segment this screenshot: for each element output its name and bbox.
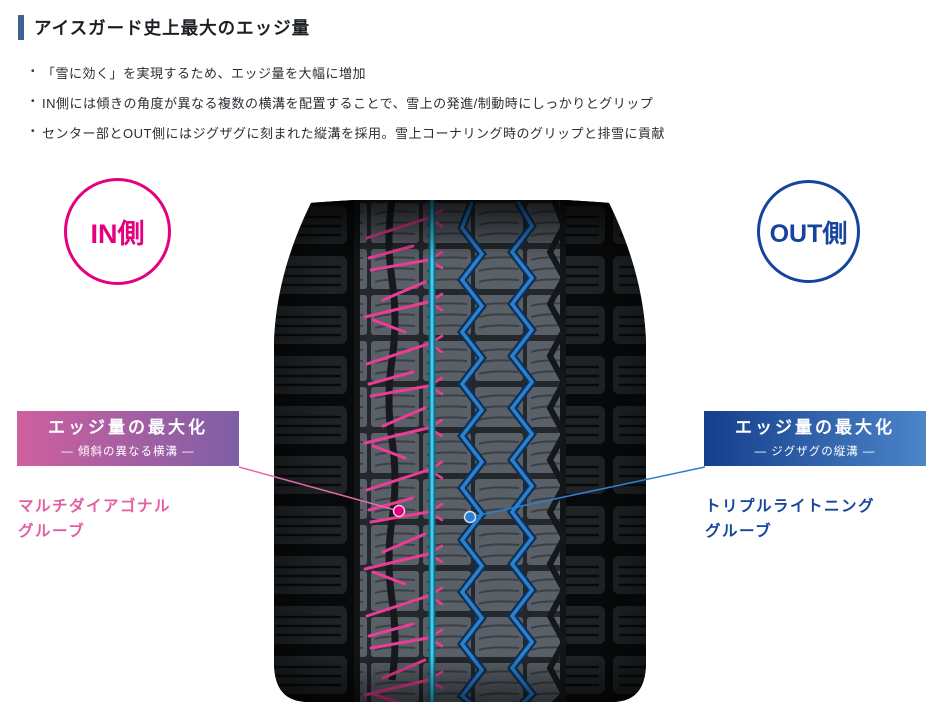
- left-feature-title: エッジ量の最大化: [48, 418, 208, 438]
- right-feature-box: エッジ量の最大化 ― ジグザグの縦溝 ―: [704, 411, 926, 466]
- bullet-text: 「雪に効く」を実現するため、エッジ量を大幅に増加: [42, 66, 367, 81]
- left-groove-caption: マルチダイアゴナル グルーブ: [18, 494, 171, 544]
- bullet-text: センター部とOUT側にはジグザグに刻まれた縦溝を採用。雪上コーナリング時のグリッ…: [42, 126, 665, 141]
- tire-image: [265, 197, 655, 705]
- right-feature-subtitle: ― ジグザグの縦溝 ―: [754, 445, 876, 458]
- bullet-marker: •: [30, 96, 35, 107]
- left-groove-caption-line2: グルーブ: [18, 523, 86, 540]
- bullet-text: IN側には傾きの角度が異なる複数の横溝を配置することで、雪上の発進/制動時にしっ…: [42, 96, 654, 111]
- right-groove-caption-line1: トリプルライトニング: [705, 498, 876, 515]
- in-side-badge: IN側: [64, 178, 171, 285]
- header-accent-bar: [18, 15, 24, 40]
- in-side-label: IN側: [90, 219, 145, 249]
- bullet-marker: •: [30, 66, 35, 77]
- right-groove-caption: トリプルライトニング グルーブ: [705, 494, 875, 544]
- out-side-label: OUT側: [769, 219, 848, 248]
- bullet-marker: •: [30, 126, 35, 137]
- tread-pattern: [274, 198, 646, 702]
- bullet-list: • 「雪に効く」を実現するため、エッジ量を大幅に増加 • IN側には傾きの角度が…: [24, 63, 665, 153]
- left-feature-box: エッジ量の最大化 ― 傾斜の異なる横溝 ―: [17, 411, 239, 466]
- page-header: アイスガード史上最大のエッジ量: [18, 15, 310, 40]
- bullet-item: • 「雪に効く」を実現するため、エッジ量を大幅に増加: [24, 63, 665, 82]
- right-groove-caption-line2: グルーブ: [705, 523, 773, 540]
- right-feature-title: エッジ量の最大化: [735, 418, 895, 438]
- left-groove-caption-line1: マルチダイアゴナル: [18, 498, 172, 515]
- out-side-badge: OUT側: [757, 180, 860, 283]
- tire-svg: [274, 197, 646, 702]
- bullet-item: • センター部とOUT側にはジグザグに刻まれた縦溝を採用。雪上コーナリング時のグ…: [24, 123, 665, 142]
- page-title: アイスガード史上最大のエッジ量: [34, 18, 311, 38]
- left-feature-subtitle: ― 傾斜の異なる横溝 ―: [61, 445, 195, 458]
- bullet-item: • IN側には傾きの角度が異なる複数の横溝を配置することで、雪上の発進/制動時に…: [24, 93, 665, 112]
